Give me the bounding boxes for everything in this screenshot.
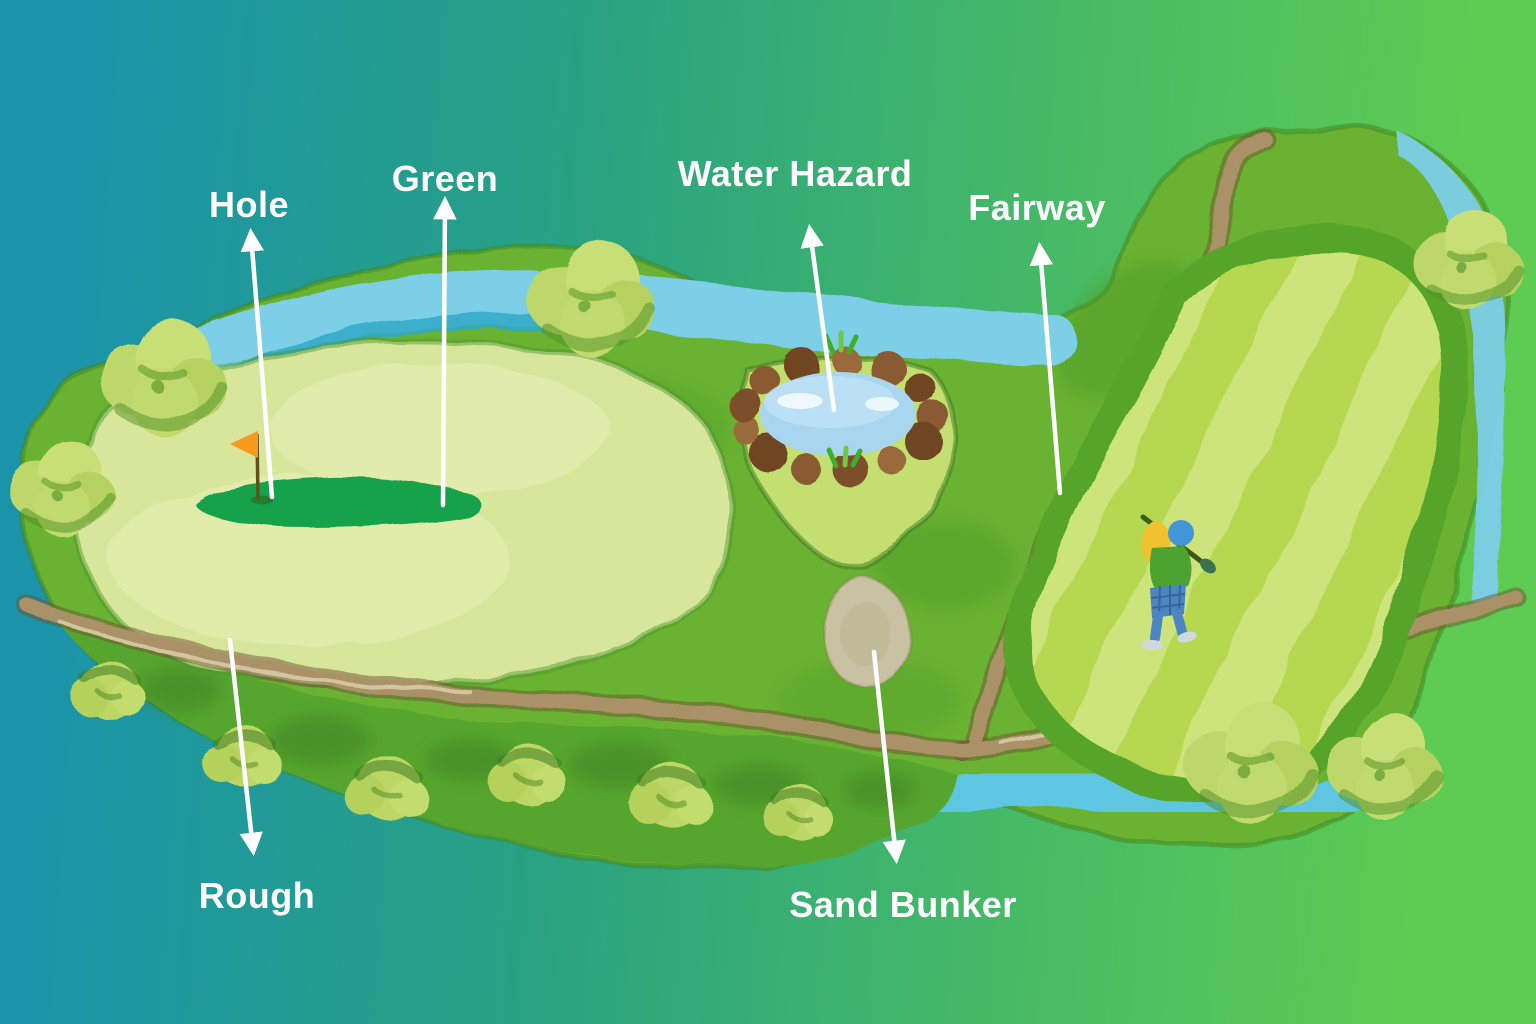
green-arrow — [433, 195, 457, 508]
rough-area — [45, 602, 958, 867]
pond-grass — [823, 330, 863, 469]
label-water-hazard: Water Hazard — [677, 153, 913, 194]
golfer-shoe — [1141, 640, 1163, 650]
flag-icon — [230, 431, 258, 458]
golfer-torso — [1149, 546, 1192, 590]
cloud-reflection — [865, 397, 899, 411]
hole-cup — [251, 495, 273, 505]
label-green: Green — [391, 158, 499, 199]
hole-arrow — [240, 228, 275, 500]
water-hazard-pond — [728, 330, 949, 488]
pond-rocks — [728, 347, 949, 488]
cloud-reflection — [777, 393, 823, 409]
label-sand-bunker: Sand Bunker — [789, 884, 1017, 925]
label-rough: Rough — [198, 875, 316, 916]
flag-and-hole — [230, 431, 273, 505]
label-fairway: Fairway — [968, 187, 1106, 228]
sand-bunker-shape — [822, 575, 912, 688]
putting-green — [195, 476, 480, 528]
fairway-arrow — [1029, 242, 1063, 496]
golfer-shoe — [1177, 631, 1197, 643]
golfer-illustration — [1140, 514, 1216, 650]
rough-arrow — [227, 637, 263, 856]
golfer-head — [1168, 520, 1194, 546]
annotation-arrows — [227, 195, 1063, 864]
river-bottom — [917, 760, 1413, 826]
sand-bunker-arrow — [871, 649, 906, 864]
label-hole: Hole — [208, 184, 290, 225]
water-hazard-arrow — [800, 224, 837, 413]
